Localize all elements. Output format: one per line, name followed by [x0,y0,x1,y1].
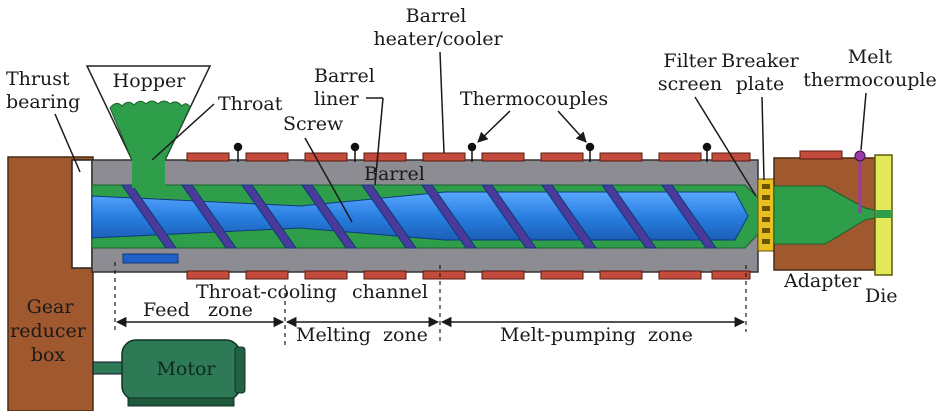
throat-cooling-channel [122,253,179,264]
breaker-plate-leader [761,96,765,181]
breaker-plate-holes [762,184,770,244]
barrel-liner-leader [374,97,384,186]
motor-end-cap [234,346,246,394]
barrel-heater-label-1: Barrel [406,5,467,27]
thermocouples-leader-right [557,110,587,143]
throat [132,158,165,188]
thrust-bearing [71,159,93,269]
gear-reducer-label-2: reducer [10,320,87,342]
thrust-bearing-label-2: bearing [6,91,80,113]
barrel-label: Barrel [364,163,425,185]
motor-label: Motor [156,358,216,380]
thrust-bearing-leader [54,113,81,173]
barrel-liner-label-1: Barrel [314,65,375,87]
gear-reducer-label-3: box [31,344,66,366]
filter-screen-label-2: screen [658,73,722,95]
melt-pumping-zone-label: Melt-pumping zone [500,324,693,346]
barrel-heater-label-2: heater/cooler [373,28,503,50]
throat-leader [151,103,215,161]
melt-thermocouple-leader [860,92,867,151]
heater-bands-bottom [186,270,751,280]
adapter-label: Adapter [783,270,862,292]
melt-thermocouple-head [854,150,866,162]
melt-thermocouple-label-1: Melt [848,46,893,68]
hopper-label: Hopper [113,70,187,92]
screw-label: Screw [283,113,344,135]
gear-reducer-label-1: Gear [27,296,75,318]
motor-base [127,397,235,407]
feed-zone-label-1: Feed [143,299,190,321]
throat-cooling-label-1: Throat-cooling [196,281,337,303]
throat-label: Throat [218,93,283,115]
breaker-plate-label-1: Breaker [721,50,799,72]
throat-cooling-label-2: channel [352,281,428,303]
screw-leader [304,137,353,223]
screw-flights [121,184,717,249]
die-orifice [875,210,892,218]
barrel-liner-label-2: liner [314,88,360,110]
thermocouples-leader-left [477,110,511,143]
zone-tick-marks [114,262,747,345]
thrust-bearing-label-1: Thrust [6,68,70,90]
barrel-thermocouples [233,142,712,162]
barrel-heater-leader [439,51,445,154]
motor-shaft-coupling [92,361,124,375]
filter-screen-leader [694,96,757,197]
breaker-plate-label-2: plate [736,73,784,95]
feed-zone-label-2: zone [208,299,253,321]
melt-thermocouple-label-2: thermocouple [803,69,936,91]
die-label: Die [865,285,898,307]
hopper-resin [109,100,191,161]
melting-zone-label: Melting zone [296,324,428,346]
thermocouples-label: Thermocouples [460,88,608,110]
filter-screen-label-1: Filter [663,50,717,72]
adapter-heater [799,150,843,160]
